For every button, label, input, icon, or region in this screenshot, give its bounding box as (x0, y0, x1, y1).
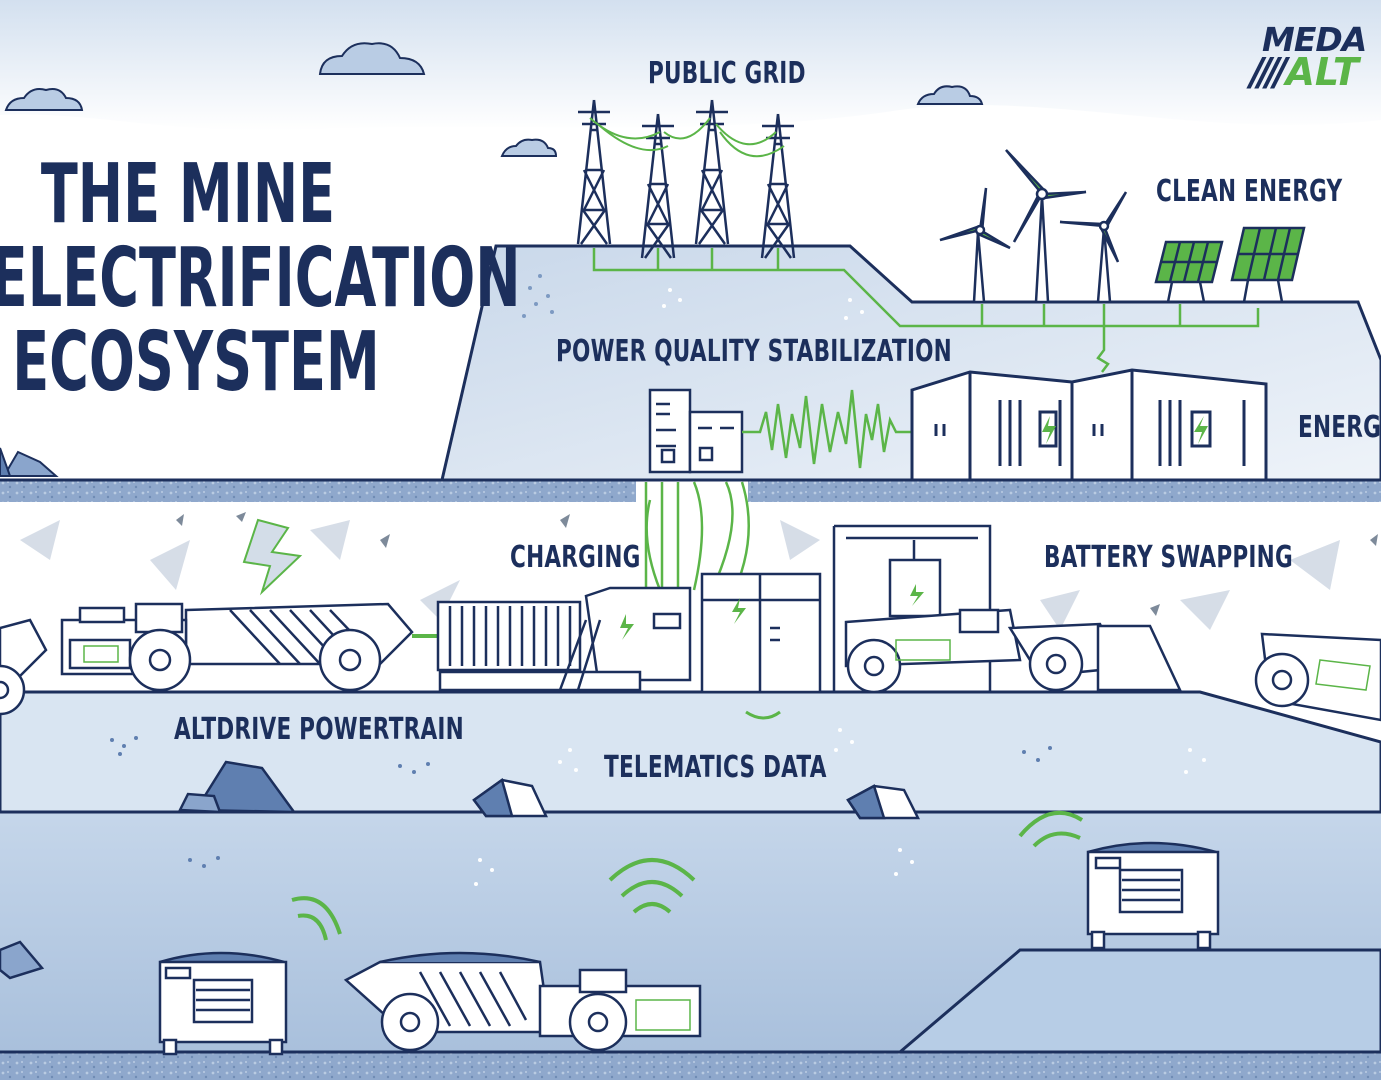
haul-truck (343, 951, 702, 1052)
sky (0, 0, 1381, 131)
ground-band (0, 480, 636, 502)
logo-slashes: //// (1250, 50, 1287, 94)
ground-band-bottom (0, 1052, 1381, 1080)
charging-station (700, 572, 822, 694)
battery-swap-station (832, 524, 1182, 694)
haul-truck (60, 602, 440, 692)
label-telematics-data: TELEMATICS DATA (604, 750, 827, 785)
label-clean-energy: CLEAN ENERGY (1156, 174, 1343, 209)
logo-text-bottom: ALT (1285, 50, 1359, 94)
title-line-1: THE MINE (40, 147, 336, 242)
battery-storage-icon (910, 368, 1268, 482)
logo-text-top: MEDA (1262, 20, 1367, 59)
waveform (742, 389, 912, 469)
mobile-charger (436, 586, 692, 692)
label-energy: ENERGY (1298, 410, 1381, 445)
tunnel-floor (0, 690, 1381, 814)
tunnel-rock-shards (20, 520, 1340, 630)
stabilizer-cabinet-icon (648, 388, 744, 474)
mine-truck-front (1086, 841, 1220, 950)
mine-truck-front (158, 951, 288, 1056)
wind-turbine-icon (939, 149, 1128, 304)
rock (0, 447, 59, 477)
grid-connection (592, 248, 1260, 601)
transmission-tower-icon (576, 98, 796, 260)
title-line-3: ECOSYSTEM (12, 315, 380, 410)
power-line (589, 117, 785, 158)
label-power-quality: POWER QUALITY STABILIZATION (556, 334, 952, 369)
label-charging: CHARGING (510, 540, 641, 575)
wifi-signal-icon (291, 710, 1084, 941)
rock (0, 760, 921, 980)
logo: ////ALT (1250, 50, 1359, 94)
haul-truck (0, 618, 48, 716)
loader-vehicle (1254, 632, 1381, 722)
label-battery-swapping: BATTERY SWAPPING (1044, 540, 1293, 575)
cloud-icon (4, 42, 984, 157)
hill-texture (522, 274, 554, 318)
label-altdrive-powertrain: ALTDRIVE POWERTRAIN (174, 712, 464, 747)
solar-panel-icon (1154, 226, 1306, 304)
title-line-2: ELECTRIFICATION (0, 231, 521, 326)
label-public-grid: PUBLIC GRID (648, 56, 806, 91)
lightning-bolt-icon (242, 518, 303, 596)
